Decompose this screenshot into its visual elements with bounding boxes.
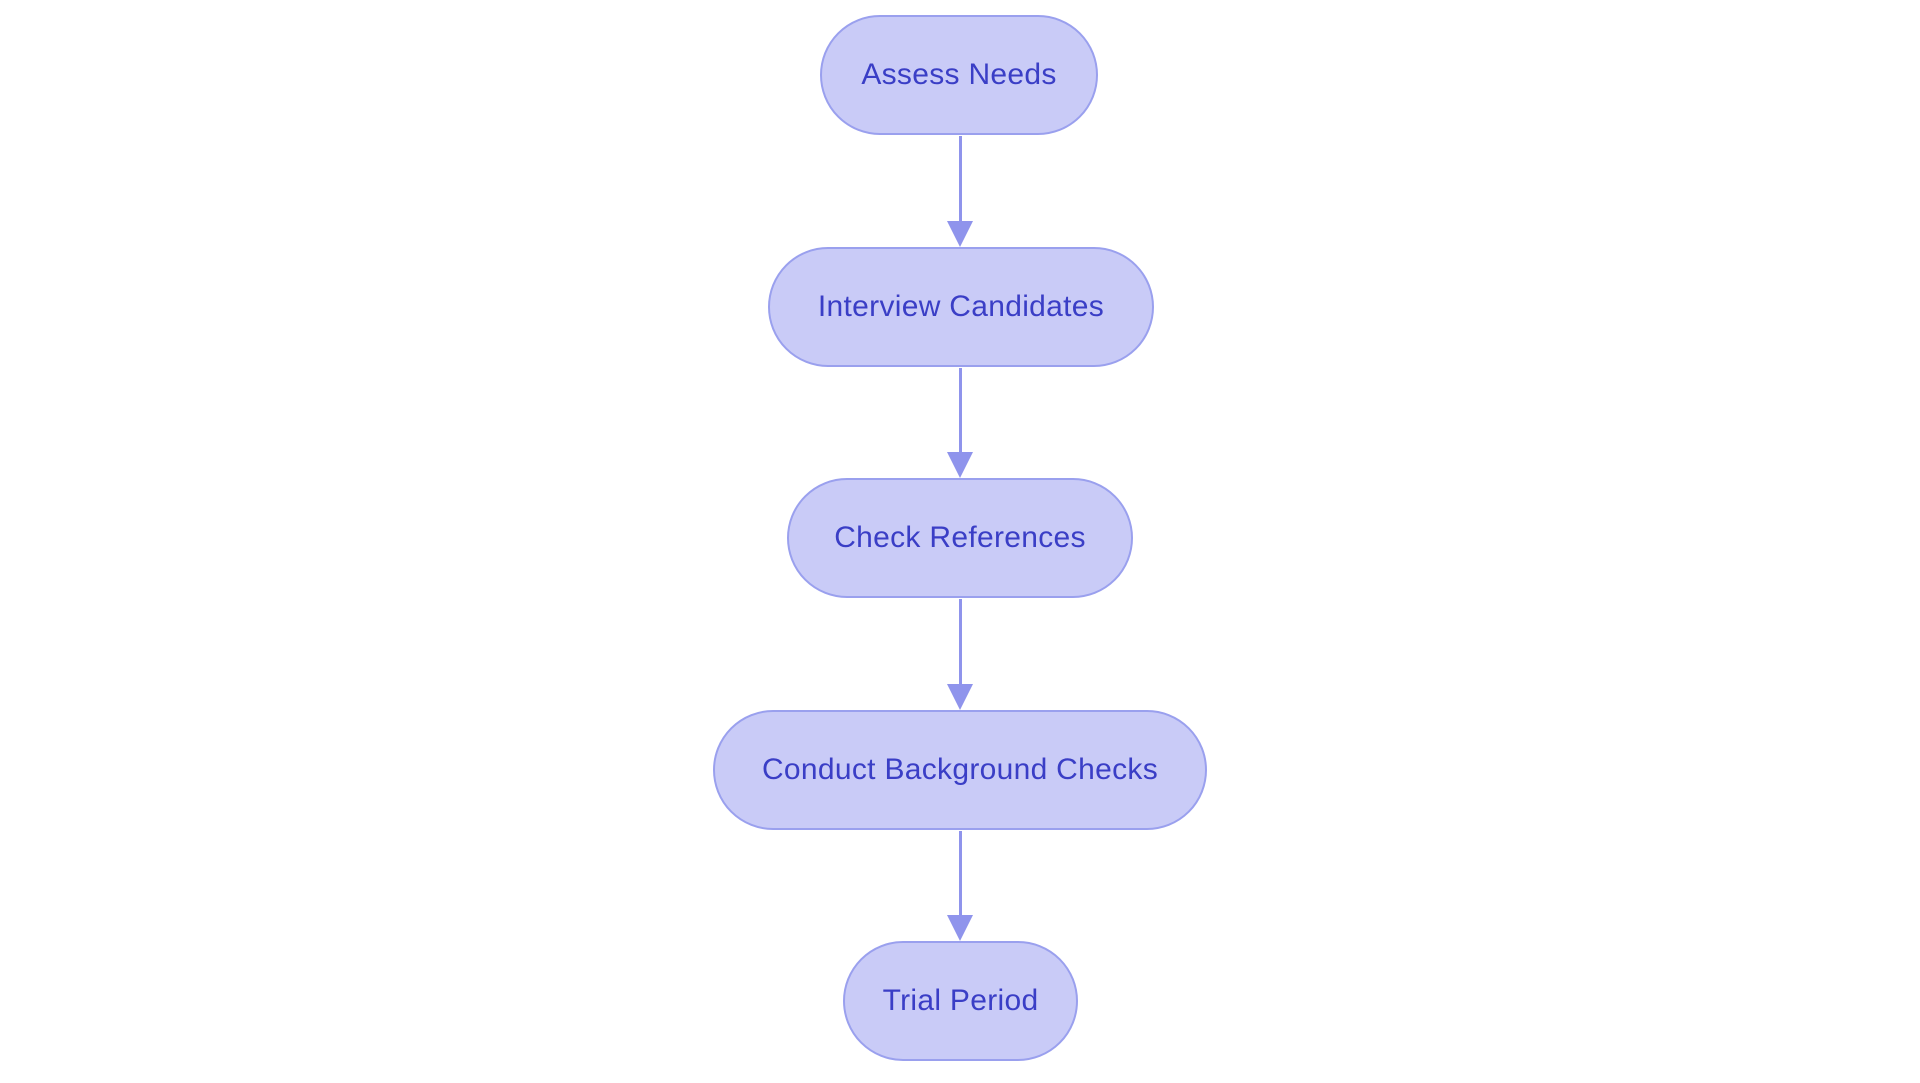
flow-node-interview-candidates: Interview Candidates: [768, 247, 1154, 367]
arrow-stem: [958, 368, 962, 452]
arrow-stem: [958, 599, 962, 684]
arrow-down-icon: [947, 915, 973, 941]
flow-node-check-references: Check References: [787, 478, 1133, 598]
arrow-down-icon: [947, 221, 973, 247]
arrow-down-icon: [947, 684, 973, 710]
flow-arrow-1: [947, 136, 973, 247]
arrow-down-icon: [947, 452, 973, 478]
node-label: Conduct Background Checks: [761, 753, 1159, 786]
flow-node-assess-needs: Assess Needs: [820, 15, 1098, 135]
flow-arrow-4: [947, 831, 973, 941]
node-label: Check References: [834, 521, 1086, 554]
arrow-stem: [958, 136, 962, 221]
arrow-stem: [958, 831, 962, 915]
flow-node-trial-period: Trial Period: [843, 941, 1078, 1061]
flow-arrow-2: [947, 368, 973, 478]
node-label: Interview Candidates: [817, 290, 1105, 323]
node-label: Assess Needs: [861, 58, 1057, 91]
flow-node-conduct-background-checks: Conduct Background Checks: [713, 710, 1207, 830]
flow-arrow-3: [947, 599, 973, 710]
node-label: Trial Period: [882, 984, 1039, 1017]
